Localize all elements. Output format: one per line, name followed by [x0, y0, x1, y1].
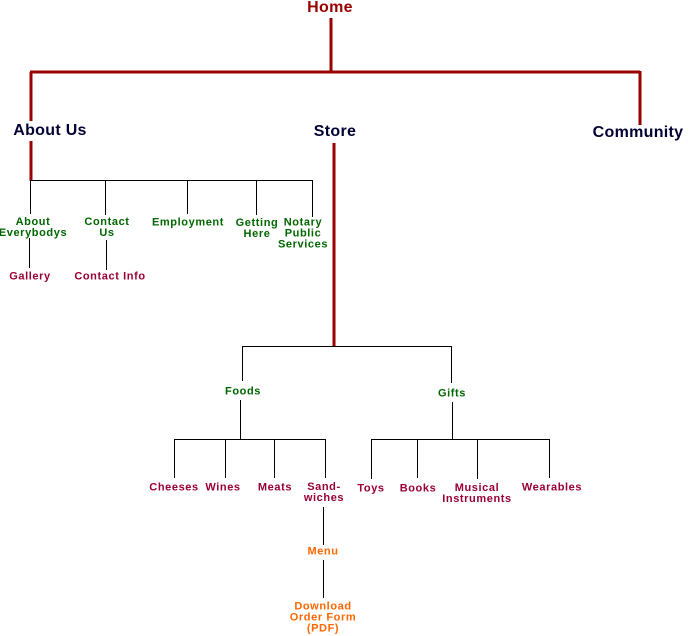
contact-info-link[interactable]: Contact Info	[74, 270, 146, 283]
employment-link[interactable]: Employment	[151, 216, 225, 229]
meats-link[interactable]: Meats	[257, 481, 293, 494]
about-us-link[interactable]: About Us	[13, 122, 87, 139]
sandwiches-link[interactable]: Sand- wiches	[303, 481, 345, 504]
menu-link[interactable]: Menu	[307, 545, 339, 558]
foods-link[interactable]: Foods	[225, 385, 261, 398]
books-link[interactable]: Books	[399, 482, 437, 495]
toys-link[interactable]: Toys	[357, 482, 385, 495]
getting-here-link[interactable]: Getting Here	[235, 217, 279, 240]
contact-us-link[interactable]: Contact Us	[84, 216, 130, 239]
notary-public-services-link[interactable]: Notary Public Services	[277, 216, 329, 251]
wines-link[interactable]: Wines	[205, 481, 241, 494]
community-link[interactable]: Community	[592, 124, 684, 141]
gifts-link[interactable]: Gifts	[437, 387, 467, 400]
store-link[interactable]: Store	[313, 123, 357, 140]
home-link[interactable]: Home	[307, 0, 353, 16]
cheeses-link[interactable]: Cheeses	[149, 481, 199, 494]
wearables-link[interactable]: Wearables	[521, 481, 583, 494]
download-order-form-link[interactable]: Download Order Form (PDF)	[289, 600, 357, 635]
about-everybodys-link[interactable]: About Everybodys	[0, 216, 68, 239]
gallery-link[interactable]: Gallery	[9, 270, 51, 283]
musical-instruments-link[interactable]: Musical Instruments	[442, 482, 512, 505]
